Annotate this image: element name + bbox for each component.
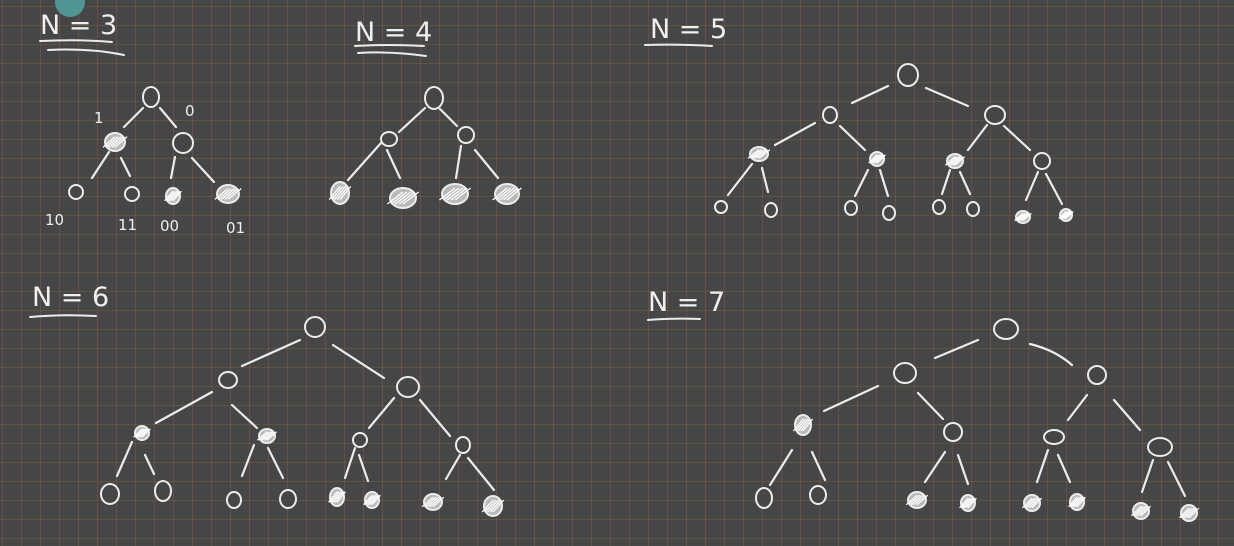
tree-node [755,487,773,509]
node-hatch [959,497,977,509]
node-hatch [747,149,771,159]
tree-node [1033,152,1051,170]
edge-label-left: 1 [94,109,104,127]
tree-n5: N = 5 [644,14,1073,224]
tree-node [966,201,980,217]
leaf-code: 11 [118,216,137,234]
tree-n6-title: N = 6 [32,282,109,313]
tree-edge [726,162,1064,206]
tree-node [714,200,728,214]
tree-n4: N = 4 [330,17,520,209]
node-hatch [1058,210,1074,220]
tree-node [68,184,84,200]
node-hatch [868,154,886,164]
tree-n3-title: N = 3 [40,10,117,41]
tree-n3: N = 3 1 0 10 11 00 01 [39,10,245,237]
tree-edge [768,448,1187,498]
leaf-code: 00 [160,217,179,235]
node-hatch [1021,497,1043,509]
title-underline [357,51,427,57]
pointer-dot [55,0,85,17]
tree-node [226,491,242,509]
node-hatch [363,494,381,506]
leaf-code: 01 [226,219,245,237]
tree-edge [933,338,1074,367]
node-hatch [133,428,151,438]
node-hatch [492,187,522,201]
node-shading [102,136,1200,519]
node-hatch [421,496,445,508]
node-hatch [944,156,966,166]
tree-edge [90,150,216,184]
tree-node [882,205,896,221]
tree-edge [850,84,970,108]
node-hatch [328,185,352,201]
node-hatch [905,494,929,506]
title-underline [644,43,713,47]
node-hatch [164,190,182,202]
tree-edge [240,338,386,380]
tree-node [304,316,326,338]
tree-node [1043,429,1065,445]
node-hatch [1178,507,1200,519]
node-hatch [328,491,346,503]
tree-node [844,200,858,216]
tree-node [984,105,1006,125]
tree-edge [397,106,459,134]
tree-node [993,318,1019,340]
tree-node [1147,437,1173,457]
node-hatch [481,499,505,513]
node-hatch [387,191,419,205]
tree-node [897,63,919,87]
title-underline [647,317,701,321]
tree-node [142,86,160,108]
tree-node [352,432,368,448]
tree-node [822,106,838,124]
tree-edge [822,384,1142,432]
node-hatch [1014,212,1032,222]
tree-node [218,371,238,389]
title-underline [39,39,113,43]
tree-n4-title: N = 4 [355,17,432,48]
node-hatch [256,431,278,441]
tree-n5-title: N = 5 [650,14,727,45]
tree-edge [773,121,1032,152]
tree-node [380,131,398,147]
title-underline [354,44,425,47]
node-hatch [792,418,814,432]
tree-n7-title: N = 7 [648,287,725,318]
tree-edge [346,141,500,182]
tree-n6: N = 6 [29,282,503,517]
node-hatch [102,136,128,148]
tree-node [396,376,420,398]
edge-label-right: 0 [185,102,195,120]
title-underline [47,48,125,56]
leaf-code: 10 [45,211,64,229]
node-hatch [439,187,471,201]
tree-node [154,480,172,502]
tree-node [764,202,778,218]
tree-node [943,422,963,442]
node-hatch [214,188,242,200]
tree-node [1087,365,1107,385]
tree-node [279,489,297,509]
tree-edge [115,440,496,492]
tree-n7: N = 7 [647,287,1198,522]
node-hatch [1130,505,1152,517]
tree-node [124,186,140,202]
tree-node [172,132,194,154]
tree-node [100,483,120,505]
tree-edge [154,390,452,438]
tree-node [424,86,444,110]
tree-node [455,436,471,454]
tree-edge [122,106,178,129]
node-hatch [1068,496,1086,508]
tree-node [457,126,475,144]
tree-node [893,362,917,384]
tree-node [932,199,946,215]
title-underline [29,314,97,318]
tree-node [809,485,827,505]
